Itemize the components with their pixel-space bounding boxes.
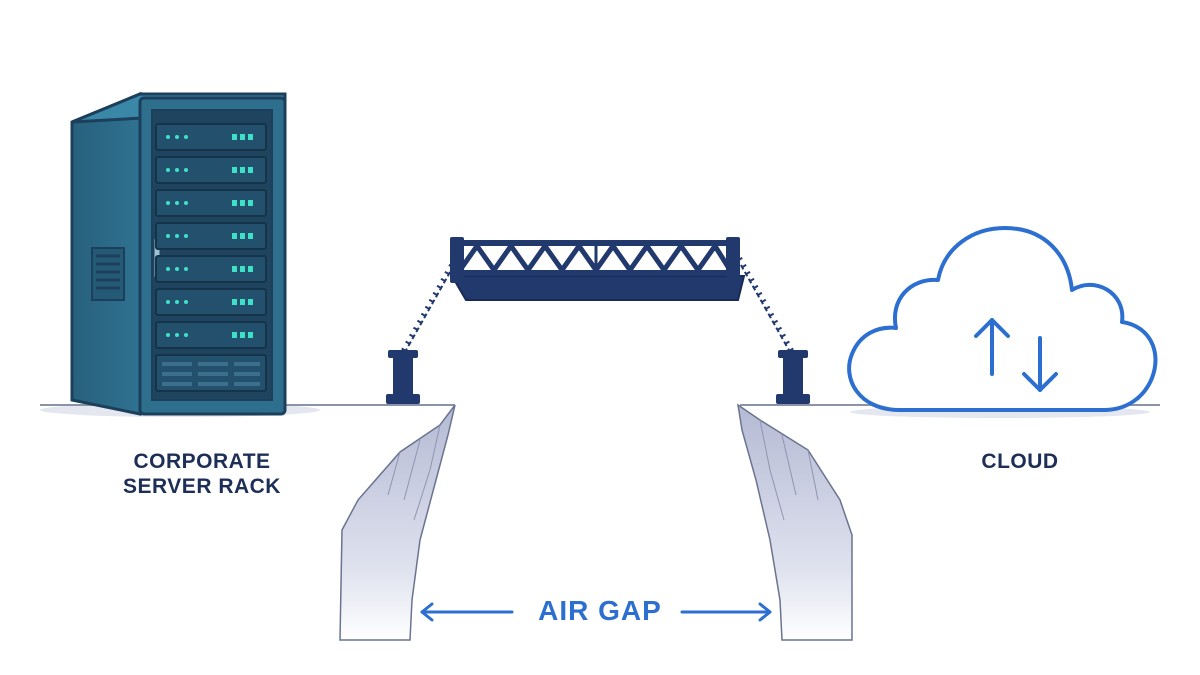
right-arrow-icon <box>680 602 772 622</box>
left-cliff <box>339 404 456 641</box>
server-rack-label-line1: CORPORATE <box>133 450 271 473</box>
left-bridge-post <box>386 350 420 404</box>
cloud-icon <box>847 226 1158 412</box>
rack-unit <box>155 288 267 316</box>
server-rack-icon <box>70 91 287 416</box>
rack-unit <box>155 222 267 250</box>
left-arrow-icon <box>420 602 514 622</box>
rack-unit <box>155 156 267 184</box>
right-bridge-post <box>776 350 810 404</box>
drawbridge-icon <box>400 237 795 353</box>
side-vent <box>91 247 125 301</box>
server-rack-label: CORPORATE SERVER RACK <box>92 449 312 499</box>
rack-unit <box>155 189 267 217</box>
rack-unit <box>155 321 267 349</box>
right-cliff <box>736 403 853 641</box>
rack-unit <box>155 255 267 283</box>
server-rack-label-line2: SERVER RACK <box>123 475 281 498</box>
rack-unit-storage <box>155 354 267 392</box>
cloud-label: CLOUD <box>981 450 1059 473</box>
air-gap-label: AIR GAP <box>538 595 662 626</box>
up-down-arrows-icon <box>974 318 1058 392</box>
left-chain <box>400 257 459 353</box>
rack-unit <box>155 123 267 151</box>
right-chain <box>736 257 795 353</box>
